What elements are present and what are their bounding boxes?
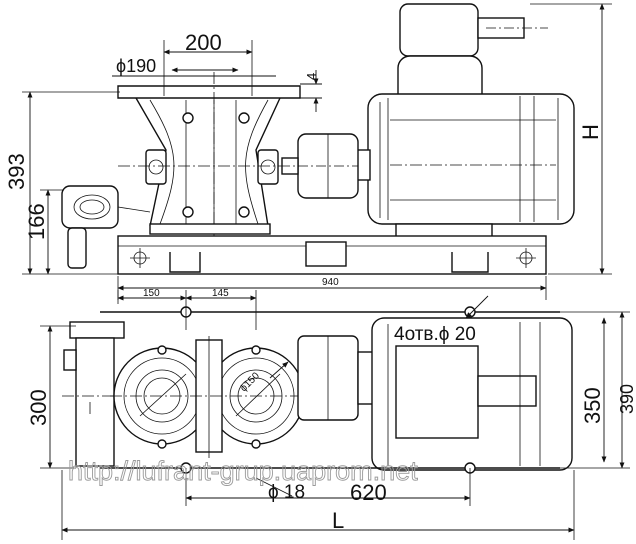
plan-coupling: [297, 335, 375, 421]
dim-flange-thk: 4: [304, 73, 319, 80]
dim-total-height: 393: [4, 153, 29, 190]
dim-hole-spacing: 620: [350, 480, 387, 505]
dim-width-left: 300: [26, 389, 51, 426]
side-motor: [355, 93, 575, 239]
dim-flange-dia: ϕ190: [116, 56, 156, 76]
dim-bolt-dia: ϕ 18: [268, 482, 305, 503]
dim-width-outer: 390: [617, 384, 636, 414]
dim-axis-height: 166: [24, 203, 49, 240]
dim-pump-spacing: 145: [212, 288, 229, 299]
plan-pumps: [110, 336, 305, 458]
dim-total-length: L: [332, 508, 344, 533]
dim-offset-left: 150: [143, 288, 160, 299]
plan-inlet: [62, 321, 136, 467]
dim-motor-height: H: [578, 124, 603, 140]
dim-mount-holes: 4отв.ϕ 20: [394, 324, 476, 345]
dim-top-width: 200: [185, 30, 222, 55]
dim-base-length: 940: [322, 277, 339, 288]
side-view: 200 ϕ190 4 393 166 H 940: [4, 3, 612, 300]
plan-base-frame: [100, 295, 560, 474]
motor-terminal-box: [397, 3, 548, 109]
watermark: http://lufrant-grup.uaprom.net: [68, 456, 418, 486]
plan-motor: [371, 317, 573, 471]
plan-dimensions: [40, 290, 630, 540]
side-dimensions: [22, 3, 612, 300]
side-coupling: [281, 133, 359, 199]
side-inlet-pipe: [61, 185, 151, 269]
side-base-frame: [117, 235, 547, 275]
plan-view: 150 145 4отв.ϕ 20 ϕ150 350 390 300 ϕ 18 …: [26, 288, 636, 540]
dim-width-inner: 350: [580, 387, 605, 424]
side-pump: [117, 72, 301, 236]
